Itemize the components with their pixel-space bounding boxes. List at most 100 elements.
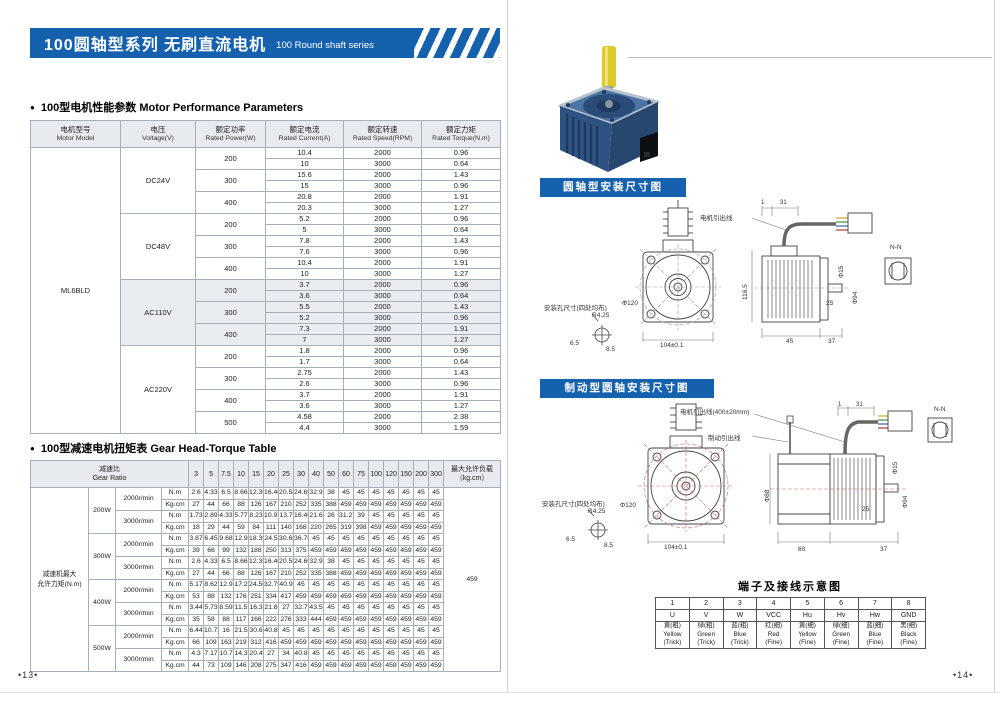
gear-cell: 459 bbox=[383, 544, 400, 557]
gear-cell: 167 bbox=[263, 567, 280, 580]
dimension-label: N-N bbox=[934, 406, 946, 413]
gear-cell: 44 bbox=[203, 567, 220, 580]
gear-cell: 210 bbox=[278, 498, 295, 511]
perf-cell: 7.8 bbox=[265, 235, 344, 247]
gear-cell: 45 bbox=[413, 556, 430, 569]
gear-cell: 45 bbox=[413, 533, 430, 546]
perf-cell: 1.7 bbox=[265, 356, 344, 368]
gear-cell: 45 bbox=[368, 556, 385, 569]
gear-unit-cell: Kg.cm bbox=[160, 590, 190, 603]
gear-cell: 10.97 bbox=[263, 510, 280, 523]
gear-cell: 459 bbox=[383, 567, 400, 580]
perf-cell: 3000 bbox=[343, 224, 422, 236]
gear-cell: 8.23 bbox=[248, 510, 265, 523]
perf-cell: 3000 bbox=[343, 246, 422, 258]
perf-cell: 0.64 bbox=[421, 356, 501, 368]
gear-unit-cell: N.m bbox=[160, 648, 190, 661]
gear-cell: 459 bbox=[368, 544, 385, 557]
gear-cell: 88 bbox=[233, 567, 250, 580]
gear-cell: 45 bbox=[428, 556, 445, 569]
gear-unit-cell: Kg.cm bbox=[160, 636, 190, 649]
terminal-signal-cell: Hv bbox=[823, 609, 859, 622]
gear-cell: 176 bbox=[233, 590, 250, 603]
dimension-label: 25 bbox=[862, 506, 870, 513]
gear-cell: 459 bbox=[383, 590, 400, 603]
gear-cell: 459 bbox=[338, 567, 355, 580]
perf-cell: 1.43 bbox=[421, 169, 501, 181]
gear-cell: 20.58 bbox=[278, 556, 295, 569]
gear-cell: 45 bbox=[338, 579, 355, 592]
gear-cell: 168 bbox=[293, 521, 310, 534]
gear-cell: 459 bbox=[293, 636, 310, 649]
gear-cell: 45 bbox=[323, 579, 340, 592]
dimension-label: 31 bbox=[780, 200, 787, 206]
gear-cell: 459 bbox=[398, 613, 415, 626]
gear-cell: 17.2 bbox=[233, 579, 250, 592]
terminal-signal-cell: U bbox=[655, 609, 690, 622]
terminal-signal-cell: GND bbox=[891, 609, 926, 622]
gear-ratio-value-header: 100 bbox=[368, 460, 385, 488]
perf-model-cell: ML6BLD bbox=[30, 147, 121, 434]
gear-cell: 45 bbox=[308, 533, 325, 546]
gear-cell: 40.8 bbox=[263, 625, 280, 638]
gear-cell: 109 bbox=[203, 636, 220, 649]
dimension-label: 6.5 bbox=[570, 340, 580, 347]
gear-cell: 24.5 bbox=[263, 533, 280, 546]
terminal-color-cell: 绿(细)Green(Fine) bbox=[823, 621, 859, 649]
gear-cell: 459 bbox=[428, 613, 445, 626]
gear-cell: 250 bbox=[263, 544, 280, 557]
gear-cell: 335 bbox=[308, 498, 325, 511]
section-title-gear-en: Gear Head-Torque Table bbox=[150, 443, 277, 455]
brake-type-drawing-linework bbox=[587, 403, 953, 544]
gear-cell: 6.45 bbox=[203, 533, 220, 546]
gear-cell: 220 bbox=[308, 521, 325, 534]
gear-cell: 4.33 bbox=[203, 556, 220, 569]
gear-cell: 459 bbox=[413, 613, 430, 626]
perf-cell: 3000 bbox=[343, 312, 422, 324]
gear-cell: 45 bbox=[293, 625, 310, 638]
gear-ratio-value-header: 300 bbox=[428, 460, 445, 488]
gear-cell: 126 bbox=[248, 498, 265, 511]
gear-speed-cell: 3000r/min bbox=[115, 510, 162, 534]
dimension-label: 6.5 bbox=[566, 536, 576, 543]
gear-cell: 459 bbox=[353, 498, 370, 511]
dimension-label: 60 bbox=[798, 546, 806, 553]
gear-cell: 459 bbox=[413, 590, 430, 603]
gear-cell: 333 bbox=[293, 613, 310, 626]
perf-cell: 0.96 bbox=[421, 180, 501, 192]
gear-cell: 6.5 bbox=[218, 556, 235, 569]
perf-cell: 3000 bbox=[343, 268, 422, 280]
dimension-label: 安装孔尺寸(四处均布) bbox=[544, 305, 607, 312]
gear-cell: 45 bbox=[398, 579, 415, 592]
gear-cell: 1.73 bbox=[188, 510, 205, 523]
gear-cell: 18.39 bbox=[248, 533, 265, 546]
gear-speed-cell: 2000r/min bbox=[115, 625, 162, 649]
gear-ratio-value-header: 75 bbox=[353, 460, 370, 488]
gear-cell: 459 bbox=[383, 613, 400, 626]
gear-ratio-value-header: 15 bbox=[248, 460, 265, 488]
gear-cell: 27 bbox=[263, 648, 280, 661]
gear-cell: 459 bbox=[368, 659, 385, 672]
gear-cell: 5.77 bbox=[233, 510, 250, 523]
perf-cell: 1.27 bbox=[421, 202, 501, 214]
gear-cell: 146 bbox=[233, 659, 250, 672]
gear-cell: 32.9 bbox=[308, 556, 325, 569]
perf-cell: 0.96 bbox=[421, 246, 501, 258]
gear-ratio-value-header: 25 bbox=[278, 460, 295, 488]
gear-cell: 459 bbox=[353, 567, 370, 580]
perf-cell: 1.91 bbox=[421, 323, 501, 335]
gear-cell: 459 bbox=[398, 521, 415, 534]
gear-cell: 45 bbox=[353, 648, 370, 661]
gear-unit-cell: Kg.cm bbox=[160, 544, 190, 557]
terminal-diagram-title: 端子及接线示意图 bbox=[738, 581, 842, 593]
gear-cell: 459 bbox=[293, 590, 310, 603]
gear-speed-cell: 2000r/min bbox=[115, 533, 162, 557]
terminal-number-cell: 1 bbox=[655, 597, 690, 610]
gear-cell: 459 bbox=[353, 636, 370, 649]
perf-cell: 1.43 bbox=[421, 301, 501, 313]
